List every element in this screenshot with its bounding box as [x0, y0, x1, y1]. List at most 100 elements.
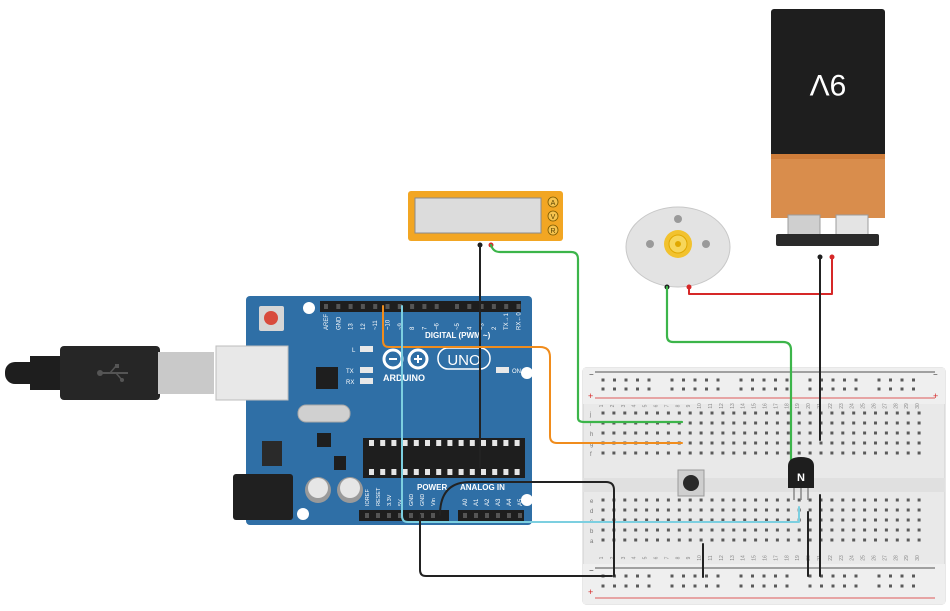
rail-hole[interactable]: [601, 584, 605, 588]
breadboard-hole[interactable]: [688, 498, 692, 502]
breadboard-hole[interactable]: [906, 451, 910, 455]
breadboard-hole[interactable]: [906, 441, 910, 445]
breadboard-hole[interactable]: [895, 441, 899, 445]
breadboard-hole[interactable]: [786, 528, 790, 532]
rail-hole[interactable]: [613, 387, 616, 391]
breadboard-hole[interactable]: [634, 528, 638, 532]
rail-hole[interactable]: [682, 574, 685, 578]
digital-pin[interactable]: [516, 304, 521, 309]
breadboard-hole[interactable]: [917, 518, 921, 522]
breadboard-hole[interactable]: [797, 498, 801, 502]
breadboard-hole[interactable]: [721, 421, 725, 425]
wire-red-motor-battery[interactable]: [688, 256, 833, 295]
breadboard-hole[interactable]: [656, 411, 659, 415]
breadboard-hole[interactable]: [754, 528, 758, 532]
breadboard-hole[interactable]: [666, 451, 670, 455]
breadboard-hole[interactable]: [699, 528, 703, 532]
rail-hole[interactable]: [854, 387, 858, 391]
rail-hole[interactable]: [716, 387, 720, 391]
breadboard-hole[interactable]: [765, 421, 768, 425]
digital-pin[interactable]: [491, 304, 496, 309]
breadboard-hole[interactable]: [699, 411, 703, 415]
breadboard-hole[interactable]: [852, 441, 856, 445]
power-pin[interactable]: [365, 513, 369, 518]
breadboard-hole[interactable]: [830, 518, 834, 522]
breadboard-hole[interactable]: [601, 518, 605, 522]
power-pin[interactable]: [398, 513, 402, 518]
rail-hole[interactable]: [762, 378, 766, 382]
breadboard-hole[interactable]: [808, 431, 812, 435]
rail-hole[interactable]: [705, 584, 708, 588]
breadboard-hole[interactable]: [666, 411, 670, 415]
breadboard-hole[interactable]: [852, 528, 856, 532]
breadboard-hole[interactable]: [819, 451, 823, 455]
breadboard-hole[interactable]: [863, 451, 867, 455]
breadboard-hole[interactable]: [841, 538, 845, 542]
analog-pin[interactable]: [496, 513, 500, 518]
breadboard-hole[interactable]: [721, 538, 725, 542]
breadboard-hole[interactable]: [852, 431, 856, 435]
rail-hole[interactable]: [739, 574, 743, 578]
rail-hole[interactable]: [601, 387, 605, 391]
breadboard-hole[interactable]: [732, 451, 736, 455]
breadboard-hole[interactable]: [688, 441, 692, 445]
breadboard-hole[interactable]: [863, 441, 867, 445]
breadboard-hole[interactable]: [775, 498, 779, 502]
rail-hole[interactable]: [831, 574, 835, 578]
breadboard-hole[interactable]: [677, 451, 681, 455]
rail-hole[interactable]: [785, 378, 789, 382]
rail-hole[interactable]: [636, 574, 639, 578]
breadboard-hole[interactable]: [830, 528, 834, 532]
breadboard-hole[interactable]: [775, 508, 779, 512]
breadboard-hole[interactable]: [656, 508, 659, 512]
rail-hole[interactable]: [900, 387, 904, 391]
rail-hole[interactable]: [693, 574, 697, 578]
rail-hole[interactable]: [624, 574, 628, 578]
rail-hole[interactable]: [774, 574, 777, 578]
breadboard-hole[interactable]: [786, 538, 790, 542]
rail-hole[interactable]: [716, 584, 720, 588]
transistor-body[interactable]: [788, 457, 814, 488]
breadboard-hole[interactable]: [852, 498, 856, 502]
rail-hole[interactable]: [808, 378, 812, 382]
wire-orange-pin11[interactable]: [382, 305, 683, 444]
breadboard-hole[interactable]: [601, 451, 605, 455]
rail-hole[interactable]: [647, 387, 651, 391]
breadboard-hole[interactable]: [645, 451, 649, 455]
rail-hole[interactable]: [808, 584, 812, 588]
breadboard-hole[interactable]: [917, 431, 921, 435]
breadboard-hole[interactable]: [808, 421, 812, 425]
digital-pin[interactable]: [336, 304, 341, 309]
breadboard-hole[interactable]: [895, 451, 899, 455]
breadboard-hole[interactable]: [699, 518, 703, 522]
rail-hole[interactable]: [739, 387, 743, 391]
breadboard-hole[interactable]: [699, 498, 703, 502]
rail-hole[interactable]: [613, 584, 616, 588]
breadboard-hole[interactable]: [852, 411, 856, 415]
rail-hole[interactable]: [670, 387, 674, 391]
rail-hole[interactable]: [912, 574, 915, 578]
breadboard-hole[interactable]: [743, 528, 747, 532]
power-header[interactable]: [359, 510, 449, 521]
rail-hole[interactable]: [739, 378, 743, 382]
digital-pin[interactable]: [422, 304, 427, 309]
breadboard-hole[interactable]: [895, 421, 899, 425]
breadboard-hole[interactable]: [732, 518, 736, 522]
rail-hole[interactable]: [624, 387, 628, 391]
power-rail-top[interactable]: [583, 368, 945, 404]
breadboard-hole[interactable]: [754, 411, 758, 415]
breadboard-hole[interactable]: [721, 528, 725, 532]
rail-hole[interactable]: [774, 387, 777, 391]
rail-hole[interactable]: [762, 574, 766, 578]
breadboard-hole[interactable]: [863, 528, 867, 532]
rail-hole[interactable]: [647, 574, 651, 578]
breadboard-hole[interactable]: [688, 421, 692, 425]
breadboard-hole[interactable]: [874, 498, 877, 502]
rail-hole[interactable]: [831, 387, 835, 391]
breadboard-hole[interactable]: [895, 518, 899, 522]
rail-hole[interactable]: [682, 378, 685, 382]
rail-hole[interactable]: [751, 584, 754, 588]
breadboard-hole[interactable]: [699, 451, 703, 455]
breadboard-hole[interactable]: [666, 431, 670, 435]
